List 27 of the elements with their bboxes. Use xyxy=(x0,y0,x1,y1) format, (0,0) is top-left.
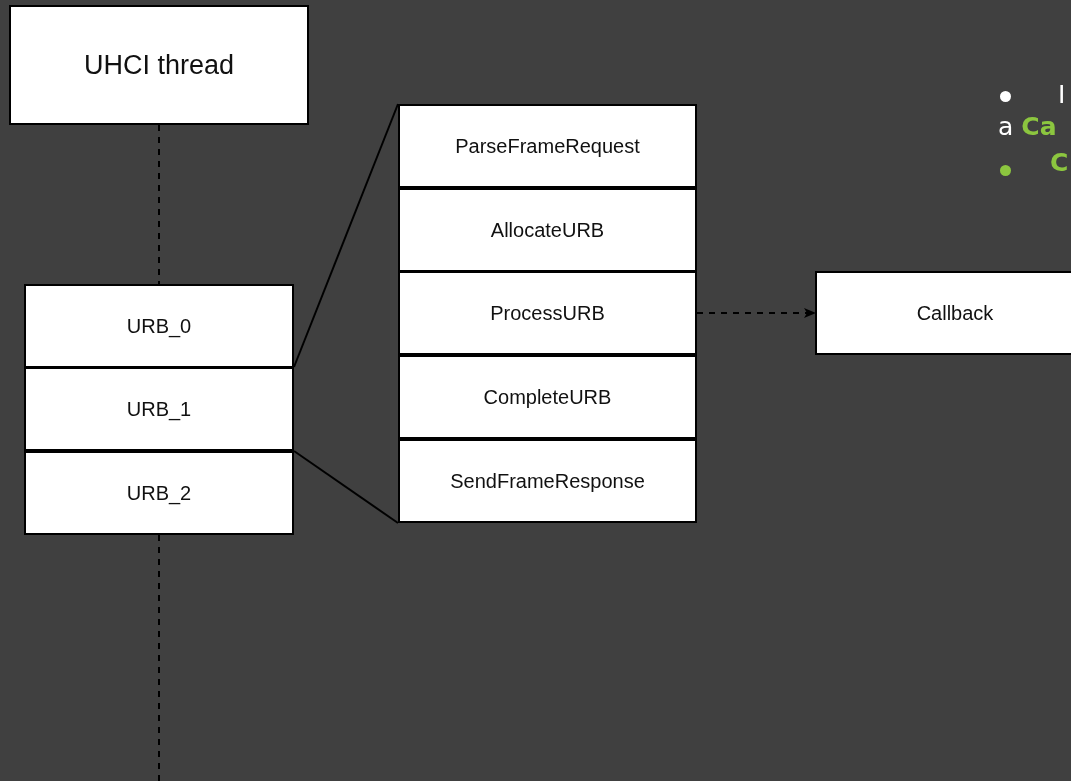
box-label: CompleteURB xyxy=(483,385,612,409)
bullet-text: C xyxy=(1050,148,1069,177)
process-box xyxy=(398,271,697,355)
process-box xyxy=(24,451,294,535)
process-box xyxy=(398,188,697,272)
connector-line xyxy=(158,124,160,285)
box-label: ProcessURB xyxy=(490,301,605,325)
process-box xyxy=(9,5,309,125)
box-label: URB_1 xyxy=(126,397,192,421)
process-box xyxy=(398,355,697,439)
box-label: SendFrameResponse xyxy=(450,469,645,493)
box-label: ParseFrameRequest xyxy=(455,134,640,158)
arrow xyxy=(696,308,816,318)
bullet-text: a Ca xyxy=(998,112,1057,141)
process-box xyxy=(398,104,697,188)
process-box xyxy=(24,367,294,451)
process-box xyxy=(815,271,1071,355)
box-label: Callback xyxy=(916,301,994,325)
process-box xyxy=(398,439,697,523)
connector-line xyxy=(158,534,160,781)
box-label: AllocateURB xyxy=(490,218,605,242)
connector-line xyxy=(293,450,399,524)
box-label: URB_2 xyxy=(126,481,192,505)
bullet-text: I xyxy=(1058,80,1066,109)
box-label: UHCI thread xyxy=(83,49,235,81)
box-label: URB_0 xyxy=(126,314,192,338)
process-box xyxy=(24,284,294,368)
